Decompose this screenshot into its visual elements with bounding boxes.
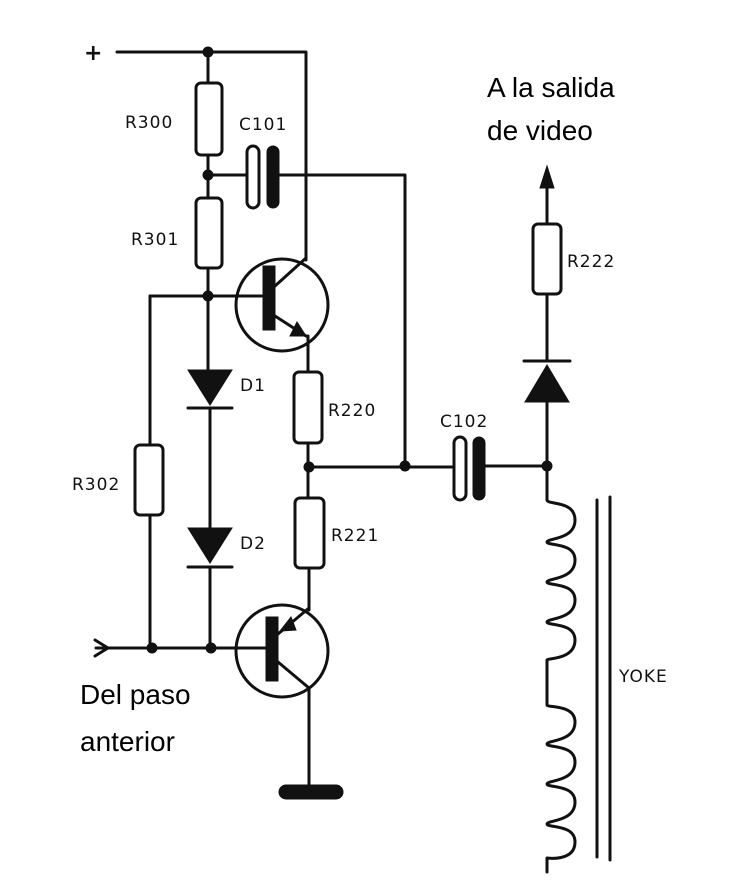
yoke-inductor — [545, 464, 577, 874]
resistor-r221 — [293, 496, 326, 570]
label-c102: C102 — [440, 412, 488, 432]
label-d2: D2 — [240, 534, 266, 554]
output-annotation-line2: de video — [487, 115, 593, 146]
label-r300: R300 — [125, 113, 173, 133]
ground-icon — [278, 784, 344, 800]
capacitor-c101-plate-filled — [266, 145, 280, 209]
label-r220: R220 — [328, 401, 376, 421]
junction-node — [205, 642, 217, 654]
input-annotation-line2: anterior — [80, 726, 175, 757]
resistor-r301 — [194, 196, 224, 270]
label-r222: R222 — [567, 252, 615, 272]
supply-rail-wire — [115, 50, 308, 262]
capacitor-c102-plate-filled — [472, 436, 486, 501]
supply-plus-label: + — [84, 41, 102, 66]
label-c101: C101 — [239, 115, 287, 135]
label-d1: D1 — [240, 376, 266, 396]
capacitor-c102-plate-hollow — [452, 435, 468, 502]
label-yoke: YOKE — [618, 667, 668, 687]
input-arrow-icon — [93, 638, 110, 658]
output-diode — [524, 364, 570, 403]
input-annotation-line1: Del paso — [80, 679, 191, 710]
c101-feedback-wire — [277, 173, 407, 468]
resistor-r300 — [194, 81, 224, 157]
resistor-r302 — [133, 443, 165, 517]
label-r302: R302 — [72, 475, 120, 495]
label-r221: R221 — [331, 526, 379, 546]
output-arrow-icon — [539, 164, 555, 189]
diode-d2 — [187, 527, 233, 564]
capacitor-c101-plate-hollow — [245, 144, 261, 210]
resistor-r222 — [531, 222, 563, 296]
resistor-r220 — [292, 370, 324, 445]
junction-node — [146, 642, 158, 654]
diode-d1 — [187, 369, 233, 406]
transistor-q2-pnp — [209, 603, 330, 699]
transistor-q1-npn — [148, 256, 330, 353]
junction-node — [399, 460, 411, 472]
label-r301: R301 — [131, 230, 179, 250]
output-annotation-line1: A la salida — [487, 72, 615, 103]
